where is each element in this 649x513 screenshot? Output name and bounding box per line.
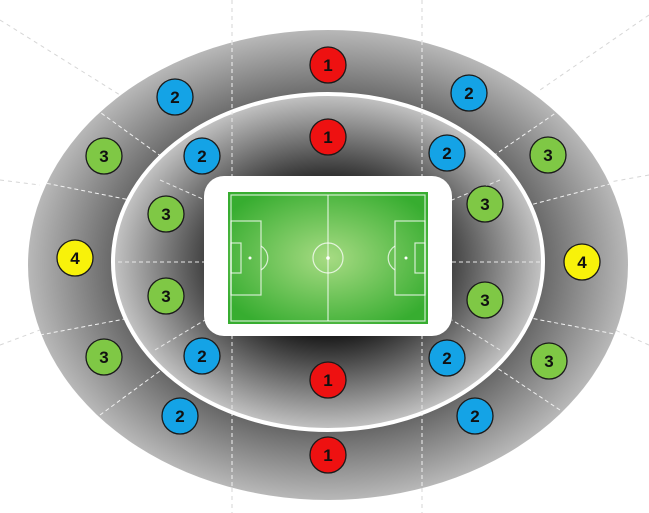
badge-label: 1	[323, 128, 332, 147]
badge-circle	[147, 195, 185, 233]
section-badge-inner-left-upper[interactable]: 3	[147, 195, 185, 233]
inner-ring-dividers	[118, 94, 540, 430]
badge-circle	[456, 397, 494, 435]
football-pitch	[204, 176, 452, 336]
section-badge-inner-right-upper[interactable]: 3	[466, 185, 504, 223]
section-badge-outer-left[interactable]: 4	[56, 239, 94, 277]
section-badge-inner-bottom-right[interactable]: 2	[428, 339, 466, 377]
section-badge-outer-bottom[interactable]: 1	[309, 436, 347, 474]
section-badges: 1 1 1 1 2 2 2 2 2 2 2 2 3 3 3 3 3 3 3 3 4 4	[56, 46, 601, 474]
badge-label: 2	[464, 84, 473, 103]
section-badge-outer-right[interactable]: 4	[563, 243, 601, 281]
badge-circle	[466, 281, 504, 319]
badge-label: 1	[323, 371, 332, 390]
badge-circle	[563, 243, 601, 281]
badge-label: 2	[175, 407, 184, 426]
badge-label: 2	[442, 144, 451, 163]
badge-label: 3	[544, 352, 553, 371]
section-badge-outer-bottom-right[interactable]: 2	[456, 397, 494, 435]
section-badge-inner-bottom[interactable]: 1	[309, 361, 347, 399]
section-badge-outer-top-left[interactable]: 2	[156, 78, 194, 116]
section-badge-inner-top[interactable]: 1	[309, 118, 347, 156]
section-badge-outer-left-lower[interactable]: 3	[85, 338, 123, 376]
section-badge-inner-right-lower[interactable]: 3	[466, 281, 504, 319]
badge-circle	[183, 337, 221, 375]
badge-label: 1	[323, 446, 332, 465]
badge-circle	[161, 397, 199, 435]
badge-label: 3	[99, 348, 108, 367]
section-badge-outer-right-upper[interactable]: 3	[529, 136, 567, 174]
section-badge-inner-bottom-left[interactable]: 2	[183, 337, 221, 375]
badge-circle	[309, 118, 347, 156]
section-badge-outer-top[interactable]: 1	[309, 46, 347, 84]
badge-circle	[147, 277, 185, 315]
badge-circle	[450, 74, 488, 112]
badge-circle	[56, 239, 94, 277]
badge-label: 2	[197, 147, 206, 166]
badge-circle	[309, 361, 347, 399]
badge-circle	[466, 185, 504, 223]
badge-label: 4	[577, 253, 587, 272]
badge-label: 1	[323, 56, 332, 75]
badge-circle	[530, 342, 568, 380]
badge-label: 3	[99, 147, 108, 166]
badge-circle	[309, 46, 347, 84]
badge-circle	[85, 338, 123, 376]
badge-circle	[529, 136, 567, 174]
badge-label: 3	[161, 287, 170, 306]
section-badge-outer-left-upper[interactable]: 3	[85, 137, 123, 175]
badge-label: 4	[70, 249, 80, 268]
badge-circle	[156, 78, 194, 116]
badge-circle	[428, 134, 466, 172]
badge-label: 3	[480, 195, 489, 214]
section-badge-outer-right-lower[interactable]: 3	[530, 342, 568, 380]
badge-label: 3	[543, 146, 552, 165]
badge-label: 2	[470, 407, 479, 426]
section-badge-inner-top-right[interactable]: 2	[428, 134, 466, 172]
section-badge-inner-top-left[interactable]: 2	[183, 137, 221, 175]
badge-label: 2	[170, 88, 179, 107]
badge-circle	[85, 137, 123, 175]
badge-circle	[183, 137, 221, 175]
badge-circle	[309, 436, 347, 474]
badge-label: 3	[161, 205, 170, 224]
badge-label: 2	[442, 349, 451, 368]
section-badge-outer-bottom-left[interactable]: 2	[161, 397, 199, 435]
badge-label: 2	[197, 347, 206, 366]
section-badge-inner-left-lower[interactable]: 3	[147, 277, 185, 315]
section-badge-outer-top-right[interactable]: 2	[450, 74, 488, 112]
badge-circle	[428, 339, 466, 377]
badge-label: 3	[480, 291, 489, 310]
